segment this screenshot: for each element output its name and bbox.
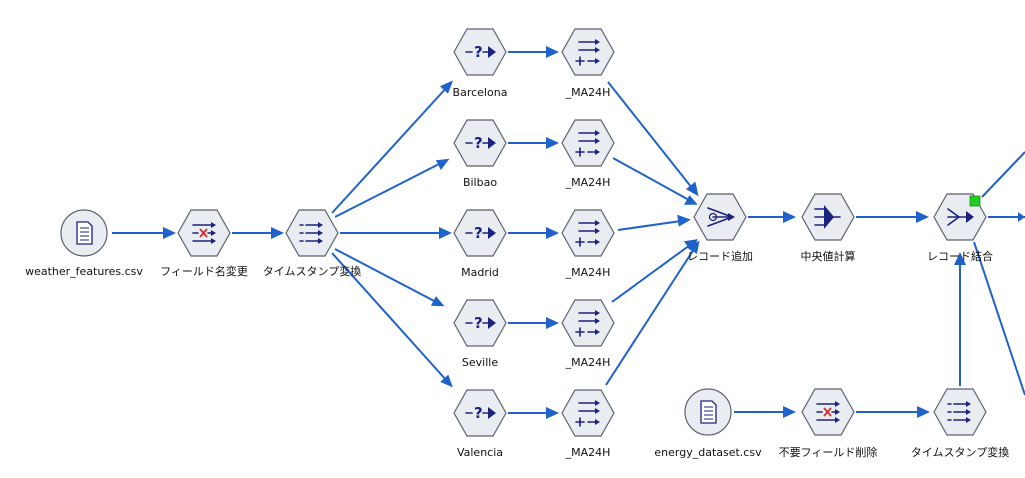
node-madrid[interactable] (453, 209, 507, 257)
link-ma2-append[interactable] (612, 157, 698, 205)
filter-icon (816, 400, 841, 424)
node-labels: weather_features.csv フィールド名変更 タイムスタンプ変換 … (25, 86, 1009, 459)
node-ma24h-1[interactable] (561, 28, 615, 76)
node-label: レコード追加 (687, 249, 753, 263)
link-ts1-madrid[interactable] (340, 227, 452, 239)
link-ma5-append[interactable] (605, 240, 700, 386)
link-bilbao-ma2[interactable] (508, 137, 559, 149)
node-barcelona[interactable] (453, 28, 507, 76)
node-ma24h-4[interactable] (561, 299, 615, 347)
node-merge[interactable] (933, 193, 987, 241)
node-label: _MA24H (565, 266, 611, 279)
node-timestamp-2[interactable] (933, 388, 987, 436)
node-label: フィールド名変更 (160, 264, 248, 278)
node-label: Bilbao (463, 176, 497, 189)
node-label: _MA24H (565, 176, 611, 189)
node-ma24h-2[interactable] (561, 119, 615, 167)
link-aggregate-merge[interactable] (856, 211, 929, 223)
node-valencia[interactable] (453, 389, 507, 437)
node-label: Valencia (457, 446, 503, 459)
link-valencia-ma5[interactable] (508, 407, 559, 419)
node-rename-fields[interactable] (177, 209, 231, 257)
link-rename-ts1[interactable] (232, 227, 284, 239)
node-label: 中央値計算 (801, 249, 856, 263)
node-label: レコード結合 (927, 249, 993, 263)
link-ts1-valencia[interactable] (331, 252, 453, 388)
link-ts2-merge[interactable] (954, 252, 966, 386)
node-ma24h-3[interactable] (561, 209, 615, 257)
connections (112, 46, 1025, 419)
status-flag-icon (969, 195, 981, 207)
node-ma24h-5[interactable] (561, 389, 615, 437)
node-append[interactable] (693, 193, 747, 241)
node-seville[interactable] (453, 299, 507, 347)
link-barcelona-ma1[interactable] (508, 46, 559, 58)
link-madrid-ma3[interactable] (508, 227, 559, 239)
node-label: Madrid (461, 266, 499, 279)
file-source-icon (76, 221, 93, 245)
node-label: weather_features.csv (25, 265, 143, 278)
link-ts1-bilbao[interactable] (334, 158, 450, 218)
link-dropfields-ts2[interactable] (856, 406, 930, 418)
node-label: 不要フィールド削除 (779, 445, 878, 459)
node-label: Seville (462, 356, 498, 369)
node-label: タイムスタンプ変換 (911, 445, 1009, 459)
derive-icon (299, 221, 324, 245)
link-src2-dropfields[interactable] (734, 406, 796, 418)
node-energy-dataset-csv[interactable] (684, 388, 732, 436)
link-ts1-barcelona[interactable] (331, 80, 454, 214)
node-drop-fields[interactable] (801, 388, 855, 436)
link-ma1-append[interactable] (607, 81, 699, 197)
filter-icon (192, 221, 217, 245)
node-timestamp-1[interactable] (285, 209, 339, 257)
node-aggregate[interactable] (801, 193, 855, 241)
node-bilbao[interactable] (453, 119, 507, 167)
link-ma3-append[interactable] (617, 214, 691, 231)
derive-icon (947, 400, 972, 424)
node-weather-features-csv[interactable] (60, 209, 108, 257)
node-label: _MA24H (565, 86, 611, 99)
node-label: _MA24H (565, 446, 611, 459)
node-label: Barcelona (453, 86, 508, 99)
link-seville-ma4[interactable] (508, 317, 559, 329)
link-ts1-seville[interactable] (334, 248, 445, 307)
node-label: タイムスタンプ変換 (263, 264, 361, 278)
node-label: _MA24H (565, 356, 611, 369)
link-merge-out-up[interactable] (981, 151, 1025, 198)
link-merge-out-down[interactable] (973, 241, 1025, 396)
file-source-icon (700, 400, 717, 424)
link-merge-out[interactable] (988, 212, 1025, 222)
node-label: energy_dataset.csv (654, 446, 762, 459)
link-src1-rename[interactable] (112, 227, 176, 239)
link-ma4-append[interactable] (611, 239, 699, 303)
link-append-aggregate[interactable] (748, 211, 796, 223)
